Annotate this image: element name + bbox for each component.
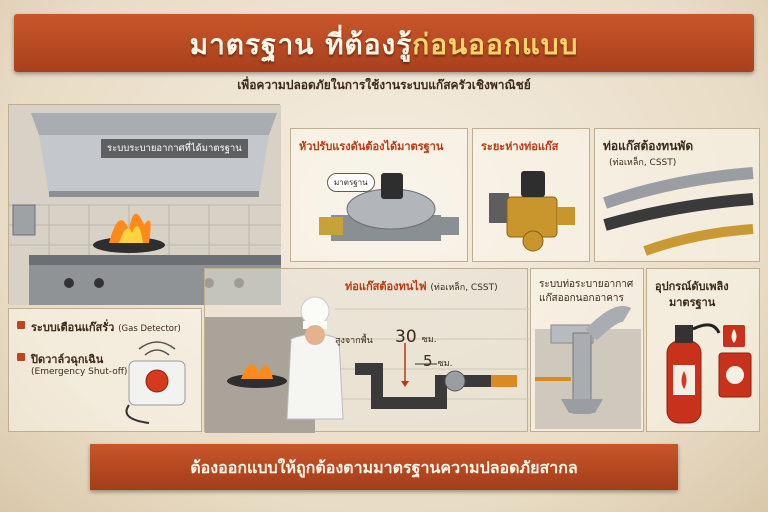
height-label: สูงจากพื้น — [335, 336, 373, 346]
fireproof-sub: (ท่อเหล็ก, CSST) — [430, 283, 498, 293]
detector-bullet — [17, 321, 25, 329]
height-value: 30 ซม. — [395, 327, 437, 347]
detector-label-text: ระบบเตือนแก๊สรั่ว — [31, 321, 115, 334]
valve-illustration — [489, 171, 575, 252]
shutoff-label: ปิดวาล์วฉุกเฉิน — [31, 353, 104, 366]
regulator-panel: หัวปรับแรงดันต้องได้มาตรฐาน มาตรฐาน — [290, 128, 468, 262]
regulator-label: หัวปรับแรงดันต้องได้มาตรฐาน — [299, 140, 444, 153]
height-number: 30 — [395, 327, 417, 347]
height-unit: ซม. — [421, 335, 437, 345]
shutoff-bullet — [17, 353, 25, 361]
page-subtitle: เพื่อความปลอดภัยในการใช้งานระบบแก๊สครัวเ… — [237, 78, 531, 92]
flexhose-label: ท่อแก๊สต้องทนพัด — [603, 139, 694, 153]
ventilation-panel: ระบบท่อระบายอากาศ แก๊สออกนอกอาคาร — [530, 268, 644, 432]
regulator-illustration — [319, 173, 459, 241]
flexhose-illustration — [603, 167, 754, 256]
fireproof-panel: ท่อแก๊สต้องทนไฟ (ท่อเหล็ก, CSST) สูงจากพ… — [204, 268, 529, 433]
title-banner: มาตรฐาน ที่ต้องรู้ก่อนออกแบบ — [14, 14, 754, 72]
safety-panel: ระบบเตือนแก๊สรั่ว (Gas Detector) ปิดวาล์… — [8, 308, 202, 432]
distance-number: 5 — [423, 352, 433, 370]
extinguisher-illustration — [666, 323, 752, 424]
detector-sub: (Gas Detector) — [118, 324, 181, 334]
fireproof-label-text: ท่อแก๊สต้องทนไฟ — [345, 280, 427, 293]
shutoff-sub: (Emergency Shut-off) — [31, 367, 128, 377]
distance-unit: ซม. — [437, 359, 453, 369]
extinguisher-line-1: อุปกรณ์ดับเพลิง — [655, 280, 729, 293]
fireproof-illustration — [205, 296, 529, 433]
title-part-2: ก่อนออกแบบ — [412, 28, 579, 61]
footer-banner: ต้องออกแบบให้ถูกต้องตามมาตรฐานความปลอดภั… — [90, 444, 678, 490]
footer-text: ต้องออกแบบให้ถูกต้องตามมาตรฐานความปลอดภั… — [190, 458, 578, 477]
regulator-badge: มาตรฐาน — [327, 173, 375, 192]
title-part-1: มาตรฐาน ที่ต้องรู้ — [189, 28, 413, 61]
distance-value: 5 ซม. — [423, 351, 453, 370]
flexhose-panel: ท่อแก๊สต้องทนพัด (ท่อเหล็ก, CSST) — [594, 128, 760, 262]
valve-label: ระยะห่างท่อแก๊ส — [481, 140, 559, 153]
hood-label: ระบบระบายอากาศที่ได้มาตรฐาน — [101, 139, 248, 158]
extinguisher-panel: อุปกรณ์ดับเพลิง มาตรฐาน — [646, 268, 760, 432]
ventilation-illustration — [535, 306, 641, 429]
page-title: มาตรฐาน ที่ต้องรู้ก่อนออกแบบ — [14, 23, 754, 67]
ventilation-line-2: แก๊สออกนอกอาคาร — [539, 293, 624, 304]
shutoff-device — [125, 341, 186, 424]
valve-panel: ระยะห่างท่อแก๊ส — [472, 128, 590, 262]
fireproof-label: ท่อแก๊สต้องทนไฟ (ท่อเหล็ก, CSST) — [345, 277, 498, 295]
flexhose-sub: (ท่อเหล็ก, CSST) — [609, 158, 677, 168]
extinguisher-line-2: มาตรฐาน — [669, 296, 716, 309]
ventilation-line-1: ระบบท่อระบายอากาศ — [539, 279, 634, 290]
detector-label: ระบบเตือนแก๊สรั่ว (Gas Detector) — [31, 318, 181, 336]
